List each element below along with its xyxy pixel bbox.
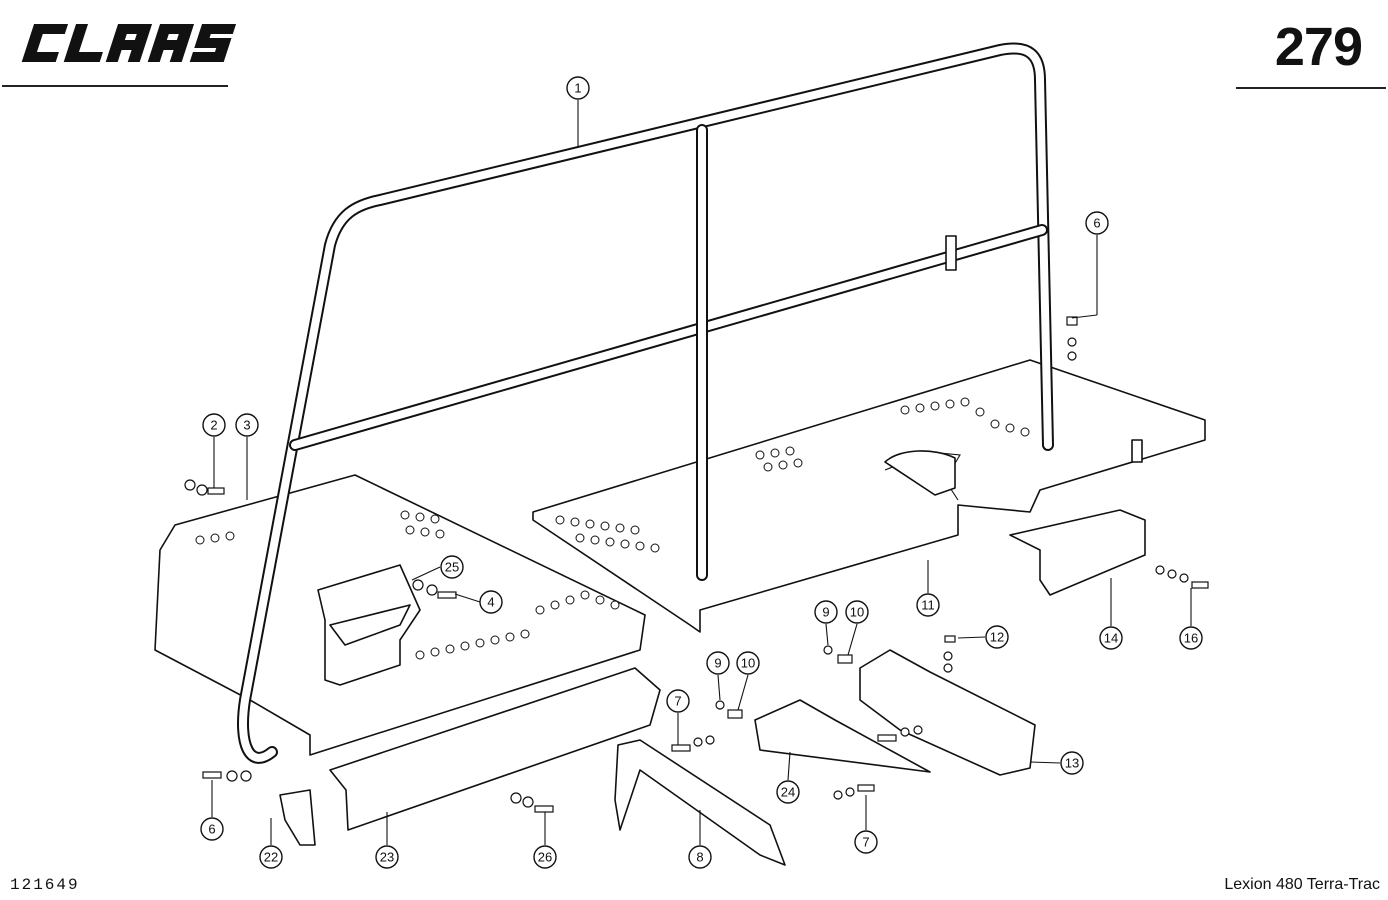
callout-23: 23: [375, 845, 399, 869]
svg-text:1: 1: [574, 81, 581, 96]
svg-text:12: 12: [990, 630, 1004, 645]
callout-10-left: 10: [736, 651, 760, 675]
handrail-frame: [237, 42, 1054, 764]
callout-8: 8: [688, 845, 712, 869]
svg-text:9: 9: [822, 605, 829, 620]
strip-24: [754, 699, 931, 773]
svg-text:3: 3: [243, 418, 250, 433]
svg-text:6: 6: [1093, 216, 1100, 231]
callout-16: 16: [1179, 626, 1203, 650]
callout-6-bottom: 6: [200, 817, 224, 841]
svg-text:6: 6: [208, 822, 215, 837]
claas-logo: [21, 24, 237, 62]
callout-10-right: 10: [845, 600, 869, 624]
svg-text:10: 10: [741, 656, 755, 671]
svg-text:22: 22: [264, 850, 278, 865]
svg-text:16: 16: [1184, 631, 1198, 646]
bracket-8: [614, 739, 786, 866]
callout-26: 26: [533, 845, 557, 869]
svg-text:14: 14: [1104, 631, 1118, 646]
callout-3: 3: [235, 413, 259, 437]
svg-text:23: 23: [380, 850, 394, 865]
callout-6-top: 6: [1085, 211, 1109, 235]
callout-25: 25: [440, 555, 464, 579]
perforation-holes: [195, 397, 1030, 660]
callout-13: 13: [1060, 751, 1084, 775]
svg-text:13: 13: [1065, 756, 1079, 771]
callout-2: 2: [202, 413, 226, 437]
leader-lines: [211, 100, 1192, 845]
model-name: Lexion 480 Terra-Trac: [1224, 876, 1380, 893]
header-rule-right: [1236, 87, 1386, 89]
svg-text:7: 7: [674, 694, 681, 709]
svg-text:8: 8: [696, 850, 703, 865]
svg-text:9: 9: [714, 656, 721, 671]
callout-11: 11: [916, 593, 940, 617]
callout-1: 1: [566, 76, 590, 100]
drawing-id: 121649: [10, 876, 80, 894]
header-rule-left: [2, 85, 228, 87]
callout-9-right: 9: [814, 600, 838, 624]
svg-text:24: 24: [781, 785, 795, 800]
bracket-13: [859, 649, 1036, 776]
svg-text:4: 4: [487, 595, 494, 610]
svg-text:26: 26: [538, 850, 552, 865]
callout-7-right: 7: [854, 830, 878, 854]
callout-9-left: 9: [706, 651, 730, 675]
step-plate: [329, 667, 661, 831]
callout-7-left: 7: [666, 689, 690, 713]
callout-4: 4: [479, 590, 503, 614]
clamp-22: [279, 789, 316, 846]
svg-text:25: 25: [445, 560, 459, 575]
callout-12: 12: [985, 625, 1009, 649]
svg-text:11: 11: [921, 598, 935, 613]
svg-text:2: 2: [210, 418, 217, 433]
hardware: [184, 316, 1209, 813]
bracket-14: [1009, 509, 1146, 596]
platform-panel-right: [532, 359, 1206, 633]
svg-text:10: 10: [850, 605, 864, 620]
svg-text:7: 7: [862, 835, 869, 850]
callout-24: 24: [776, 780, 800, 804]
callout-22: 22: [259, 845, 283, 869]
callout-14: 14: [1099, 626, 1123, 650]
page-number: 279: [1274, 17, 1363, 77]
